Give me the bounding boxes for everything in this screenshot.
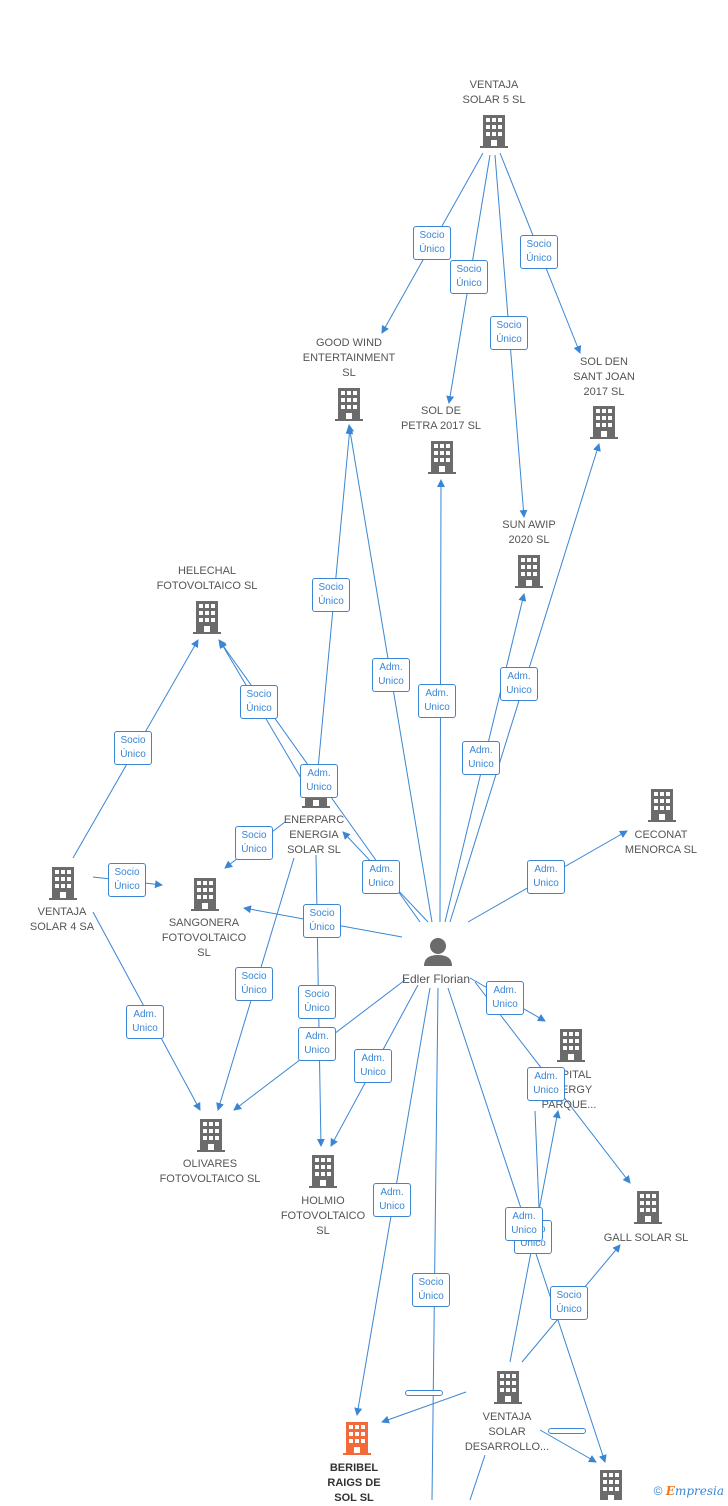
relation-badge[interactable]: Adm. Unico bbox=[462, 741, 500, 775]
node-ceconat[interactable]: CECONAT MENORCA SL bbox=[601, 828, 721, 858]
node-label: OLIVARES FOTOVOLTAICO SL bbox=[159, 1158, 261, 1185]
relation-badge[interactable]: Socio Único bbox=[412, 1273, 450, 1307]
building-icon-ceconat[interactable] bbox=[648, 789, 676, 822]
node-goodwind[interactable]: GOOD WIND ENTERTAINMENT SL bbox=[289, 336, 409, 381]
relation-badge[interactable]: Adm. Unico bbox=[500, 667, 538, 701]
node-label: SUN AWIP 2020 SL bbox=[502, 519, 556, 546]
relation-badge[interactable]: Adm. Unico bbox=[372, 658, 410, 692]
node-label: VENTAJA SOLAR 5 SL bbox=[462, 79, 526, 106]
person-icon[interactable] bbox=[424, 938, 452, 966]
node-label: HOLMIO FOTOVOLTAICO SL bbox=[280, 1195, 366, 1237]
building-icon-capital[interactable] bbox=[557, 1029, 585, 1062]
node-beribel[interactable]: BERIBEL RAIGS DE SOL SL bbox=[294, 1461, 414, 1506]
building-icon-soldensant[interactable] bbox=[590, 406, 618, 439]
building-icon-sunawip[interactable] bbox=[515, 555, 543, 588]
relation-badge[interactable]: Socio Único bbox=[490, 316, 528, 350]
relation-badge[interactable]: Socio Único bbox=[235, 826, 273, 860]
relation-badge[interactable]: Adm. Unico bbox=[362, 860, 400, 894]
edge-vd-beribel bbox=[381, 1391, 467, 1424]
node-ventaja5[interactable]: VENTAJA SOLAR 5 SL bbox=[434, 78, 554, 108]
node-helechal[interactable]: HELECHAL FOTOVOLTAICO SL bbox=[147, 564, 267, 594]
relation-badge[interactable]: Adm. Unico bbox=[373, 1183, 411, 1217]
node-label: CECONAT MENORCA SL bbox=[624, 829, 698, 856]
relation-badge[interactable]: Adm. Unico bbox=[354, 1049, 392, 1083]
node-label: GALL SOLAR SL bbox=[603, 1232, 689, 1244]
building-icon-ventaja5[interactable] bbox=[480, 115, 508, 148]
relation-badge[interactable]: Socio Único bbox=[235, 967, 273, 1001]
node-holmio[interactable]: HOLMIO FOTOVOLTAICO SL bbox=[263, 1194, 383, 1239]
relation-badge[interactable]: Adm. Unico bbox=[527, 860, 565, 894]
copyright-footer: © Empresia bbox=[654, 1484, 724, 1498]
node-enerparc[interactable]: ENERPARC ENERGIA SOLAR SL bbox=[254, 813, 374, 858]
relation-badge[interactable]: Adm. Unico bbox=[300, 764, 338, 798]
building-icon-gall[interactable] bbox=[634, 1191, 662, 1224]
edge-ef-bottom bbox=[431, 987, 439, 1500]
building-icon-helechal[interactable] bbox=[193, 601, 221, 634]
relation-badge[interactable]: Socio Único bbox=[298, 985, 336, 1019]
relation-badge[interactable]: Adm. Unico bbox=[527, 1067, 565, 1101]
relation-badge[interactable]: Adm. Unico bbox=[298, 1027, 336, 1061]
relation-badge[interactable]: Adm. Unico bbox=[505, 1207, 543, 1241]
relation-badge[interactable]: Socio Único bbox=[550, 1286, 588, 1320]
node-label: VENTAJA SOLAR DESARROLLO... bbox=[464, 1411, 550, 1453]
node-ventajadesarrollo[interactable]: VENTAJA SOLAR DESARROLLO... bbox=[447, 1410, 567, 1455]
relation-badge[interactable]: Socio Único bbox=[303, 904, 341, 938]
relation-badge[interactable] bbox=[548, 1428, 586, 1434]
relation-badge[interactable] bbox=[405, 1390, 443, 1396]
node-label: BERIBEL RAIGS DE SOL SL bbox=[327, 1462, 381, 1504]
building-icon-holmio[interactable] bbox=[309, 1155, 337, 1188]
node-olivares[interactable]: OLIVARES FOTOVOLTAICO SL bbox=[150, 1157, 270, 1187]
node-label: GOOD WIND ENTERTAINMENT SL bbox=[302, 337, 396, 379]
relation-badge[interactable]: Socio Único bbox=[520, 235, 558, 269]
node-label: SANGONERA FOTOVOLTAICO SL bbox=[161, 917, 247, 959]
node-sangonera[interactable]: SANGONERA FOTOVOLTAICO SL bbox=[144, 916, 264, 961]
building-icon-ventajadesarrollo[interactable] bbox=[494, 1371, 522, 1404]
relation-badge[interactable]: Adm. Unico bbox=[486, 981, 524, 1015]
relation-badge[interactable]: Socio Único bbox=[108, 863, 146, 897]
node-soldensant[interactable]: SOL DEN SANT JOAN 2017 SL bbox=[544, 355, 664, 400]
node-center[interactable]: Edler Florian bbox=[376, 972, 496, 987]
node-label: HELECHAL FOTOVOLTAICO SL bbox=[156, 565, 258, 592]
relation-badge[interactable]: Socio Único bbox=[114, 731, 152, 765]
node-label: SOL DE PETRA 2017 SL bbox=[400, 405, 482, 432]
brand-logo[interactable]: Empresia bbox=[665, 1484, 724, 1498]
node-label: ENERPARC ENERGIA SOLAR SL bbox=[283, 814, 345, 856]
node-gall[interactable]: GALL SOLAR SL bbox=[586, 1231, 706, 1246]
relation-badge[interactable]: Socio Único bbox=[240, 685, 278, 719]
building-icon-goodwind[interactable] bbox=[335, 388, 363, 421]
building-icon-sangonera[interactable] bbox=[191, 878, 219, 911]
node-sunawip[interactable]: SUN AWIP 2020 SL bbox=[469, 518, 589, 548]
building-icon-beribel[interactable] bbox=[343, 1422, 371, 1455]
building-icon-ventaja4[interactable] bbox=[49, 867, 77, 900]
node-solpetra[interactable]: SOL DE PETRA 2017 SL bbox=[381, 404, 501, 434]
relation-badge[interactable]: Socio Único bbox=[450, 260, 488, 294]
building-icon-bottomright[interactable] bbox=[597, 1470, 625, 1500]
relation-badge[interactable]: Socio Único bbox=[413, 226, 451, 260]
relation-badge[interactable]: Socio Único bbox=[312, 578, 350, 612]
building-icon-solpetra[interactable] bbox=[428, 441, 456, 474]
relation-badge[interactable]: Adm. Unico bbox=[126, 1005, 164, 1039]
node-label: SOL DEN SANT JOAN 2017 SL bbox=[573, 356, 635, 398]
edge-vd-bottomright bbox=[539, 1429, 597, 1463]
relation-badge[interactable]: Adm. Unico bbox=[418, 684, 456, 718]
node-label: VENTAJA SOLAR 4 SA bbox=[29, 906, 95, 933]
edge-vd-bottom bbox=[469, 1454, 486, 1500]
node-ventaja4[interactable]: VENTAJA SOLAR 4 SA bbox=[2, 905, 122, 935]
center-label: Edler Florian bbox=[401, 972, 471, 986]
copyright-symbol: © bbox=[653, 1484, 663, 1498]
building-icon-olivares[interactable] bbox=[197, 1119, 225, 1152]
